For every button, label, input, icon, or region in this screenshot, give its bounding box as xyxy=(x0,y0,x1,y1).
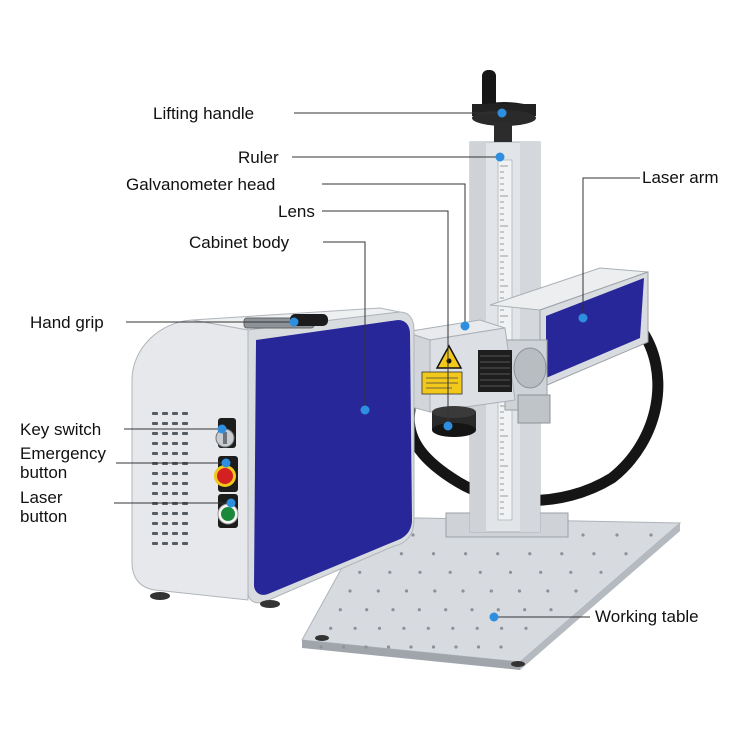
cabinet-panel xyxy=(254,320,412,595)
laser-arm-panel xyxy=(546,278,644,378)
galvanometer-head xyxy=(404,319,516,413)
lifting-handle xyxy=(472,70,536,142)
label-lifting-handle: Lifting handle xyxy=(153,104,254,123)
dot-laser-button xyxy=(226,498,236,508)
dot-lens xyxy=(443,421,453,431)
laser-button xyxy=(217,494,239,528)
leader-lines xyxy=(114,112,640,618)
dot-laser-arm xyxy=(578,313,588,323)
label-emergency-button-line1: Emergency xyxy=(20,444,106,463)
label-lens: Lens xyxy=(278,202,315,221)
heat-fins xyxy=(480,355,510,387)
laser-arm xyxy=(489,267,649,424)
label-key-switch: Key switch xyxy=(20,420,101,439)
labels: Lifting handle Ruler Galvanometer head L… xyxy=(20,104,719,626)
lens xyxy=(432,406,476,437)
working-table xyxy=(301,516,682,670)
dot-working-table xyxy=(489,612,499,622)
label-ruler: Ruler xyxy=(238,148,279,167)
label-laser-button-line1: Laser xyxy=(20,488,63,507)
dot-lifting-handle xyxy=(497,108,507,118)
dot-key-switch xyxy=(217,424,227,434)
label-galvanometer-head: Galvanometer head xyxy=(126,175,275,194)
label-hand-grip: Hand grip xyxy=(30,313,104,332)
dot-cabinet-body xyxy=(360,405,370,415)
dot-hand-grip xyxy=(289,317,299,327)
label-working-table: Working table xyxy=(595,607,699,626)
fiber-cable xyxy=(403,322,664,507)
dot-galvanometer-head xyxy=(460,321,470,331)
label-laser-button-line2: button xyxy=(20,507,67,526)
laser-warning-icon xyxy=(435,344,463,369)
dot-ruler xyxy=(495,152,505,162)
label-cabinet-body: Cabinet body xyxy=(189,233,290,252)
dot-emergency-button xyxy=(221,458,231,468)
label-laser-arm: Laser arm xyxy=(642,168,719,187)
key-switch xyxy=(215,418,236,448)
label-emergency-button-line2: button xyxy=(20,463,67,482)
callout-dots xyxy=(217,108,588,622)
